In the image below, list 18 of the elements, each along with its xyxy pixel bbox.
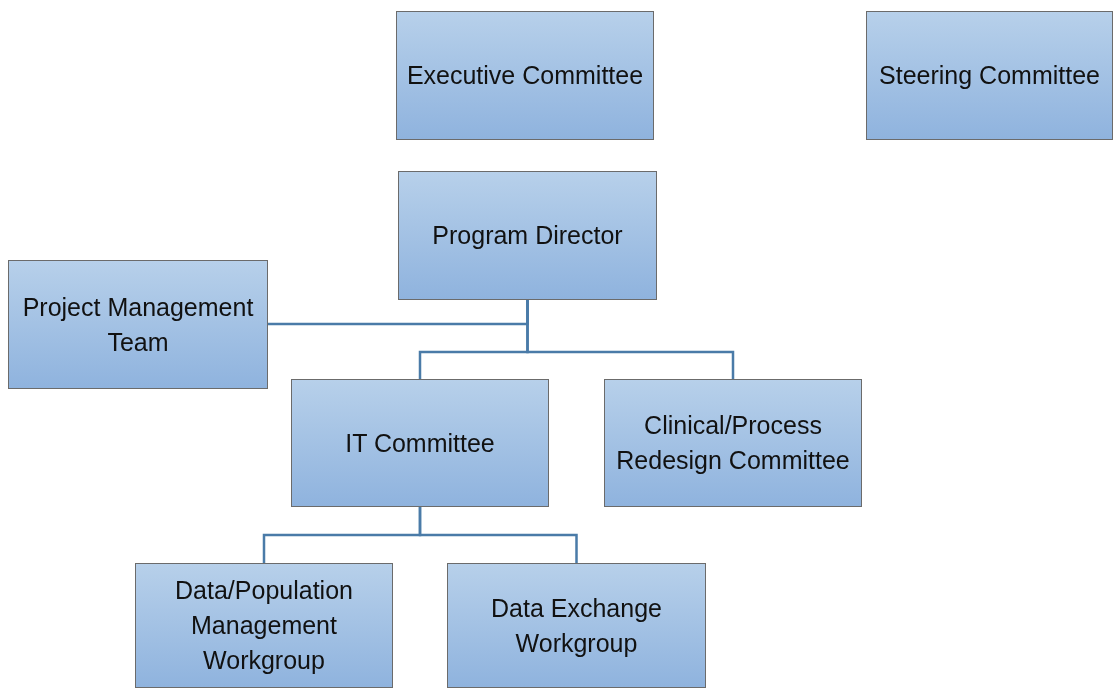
connector-line (526, 300, 735, 379)
box-label: Project Management Team (21, 291, 255, 358)
box-label: Steering Committee (878, 60, 1101, 91)
box-label: Data/Population Management Workgroup (174, 575, 354, 676)
committee-box (8, 260, 268, 389)
committee-box (135, 563, 393, 688)
committee-box (398, 171, 657, 300)
box-label: Executive Committee (405, 60, 645, 91)
box-label: Program Director (431, 220, 624, 251)
box-label: IT Committee (344, 427, 496, 459)
committee-box (604, 379, 862, 507)
committee-box (291, 379, 549, 507)
box-label: Data Exchange Workgroup (490, 592, 663, 659)
committee-box (447, 563, 706, 688)
box-label: Clinical/Process Redesign Committee (615, 410, 851, 476)
committee-box (396, 11, 654, 140)
connector-line (418, 507, 578, 563)
committee-box (866, 11, 1113, 140)
